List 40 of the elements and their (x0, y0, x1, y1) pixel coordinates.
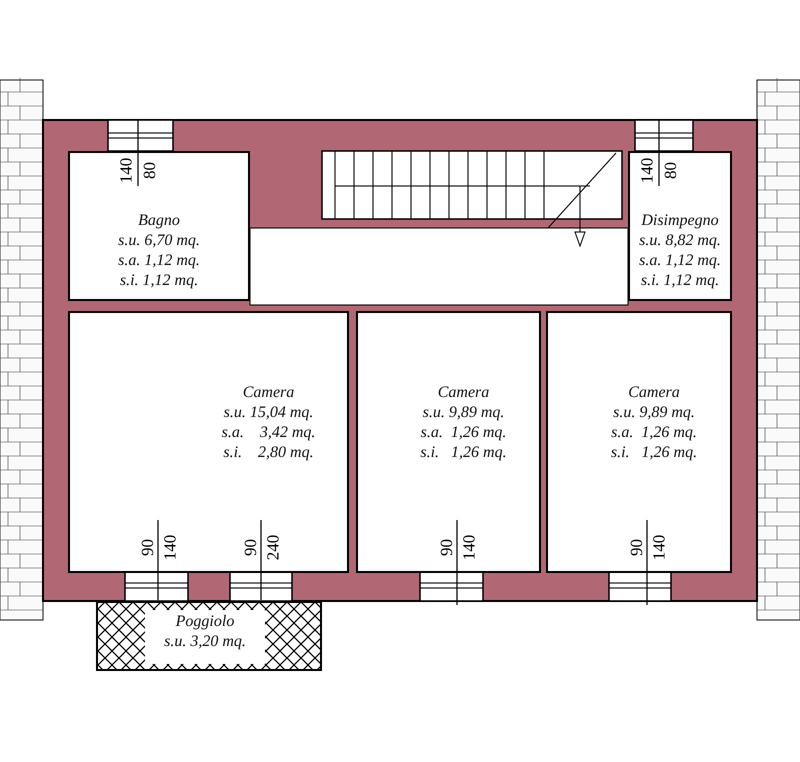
area-text: s.u. 15,04 mq. (224, 403, 314, 423)
dimension-label: 140 (117, 157, 134, 183)
room (68, 151, 250, 301)
room-name: Disimpegno (641, 211, 719, 231)
dimension-label: 140 (460, 534, 478, 560)
room-name: Camera (242, 383, 294, 403)
area-text: s.i. 1,12 mq. (120, 271, 198, 291)
room (68, 311, 349, 573)
area-text: s.u. 9,89 mq. (422, 403, 504, 423)
room-name: Poggiolo (176, 612, 234, 632)
room-name: Camera (438, 383, 490, 403)
area-text: s.i. 1,26 mq. (420, 443, 507, 463)
dimension-label: 80 (662, 162, 678, 178)
area-text: s.u. 3,20 mq. (164, 632, 246, 652)
area-text: s.a. 1,12 mq. (118, 251, 200, 271)
area-text: s.i. 2,80 mq. (223, 443, 314, 463)
dimension-label: 240 (264, 534, 282, 560)
area-text: s.u. 6,70 mq. (118, 231, 200, 251)
area-text: s.a. 3,42 mq. (222, 423, 316, 443)
room-name: Camera (628, 383, 680, 403)
area-text: s.u. 8,82 mq. (639, 231, 721, 251)
dimension-label: 90 (628, 538, 644, 556)
area-text: s.a. 1,26 mq. (420, 423, 506, 443)
area-text: s.a. 1,12 mq. (639, 251, 721, 271)
area-text: s.i. 1,12 mq. (640, 271, 720, 291)
area-text: s.u. 9,89 mq. (613, 403, 695, 423)
dimension-label: 90 (438, 538, 454, 556)
dimension-label: 90 (138, 538, 156, 556)
dimension-label: 140 (650, 534, 668, 560)
hallway-floor (250, 228, 628, 306)
room-name: Bagno (138, 211, 180, 231)
dimension-label: 140 (638, 157, 656, 183)
room (356, 311, 541, 573)
room (628, 151, 732, 301)
area-text: s.i. 1,26 mq. (610, 443, 698, 463)
dimension-label: 90 (242, 538, 258, 556)
dimension-label: 140 (161, 534, 178, 560)
area-text: s.a. 1,26 mq. (611, 423, 697, 443)
room (546, 311, 732, 573)
dimension-label: 80 (140, 162, 158, 178)
